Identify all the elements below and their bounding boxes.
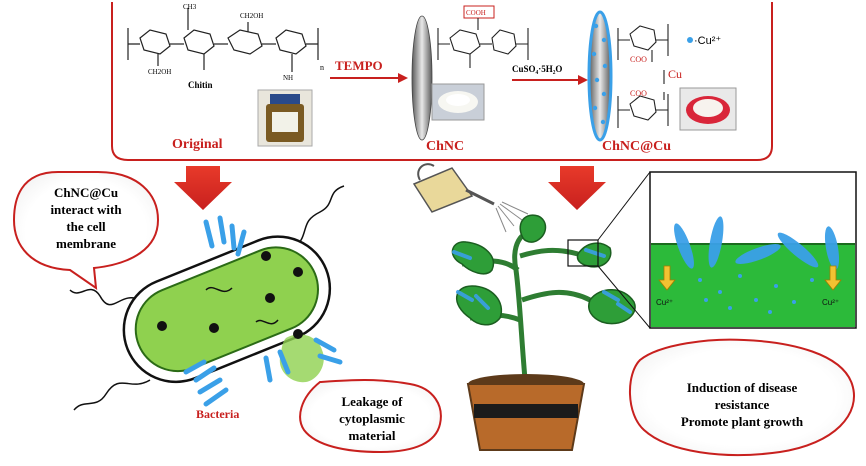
coo-label-1: COO (630, 55, 647, 64)
chnccu-structure (617, 24, 669, 128)
zoom-panel (649, 171, 857, 329)
leakage-bubble-line-2: cytoplasmic (339, 411, 405, 426)
chitin-label: Chitin (188, 80, 213, 90)
chnc-nanocrystal-rod (411, 15, 433, 141)
coo-label-2: COO (630, 89, 647, 98)
bacterium-nanocrystals (183, 215, 343, 407)
zoom-cu-label-right: Cu²⁺ (822, 298, 839, 307)
zoom-cu-label-left: Cu²⁺ (656, 298, 673, 307)
cu2-legend-label: ·Cu²⁺ (694, 35, 721, 47)
chnccu-nanocrystal-rod (587, 10, 613, 142)
interaction-bubble-line-2: interact with (50, 202, 122, 217)
bacterium-flagellum-1 (69, 288, 141, 306)
cytoplasm-leak (279, 334, 324, 383)
plant-leaf-4 (576, 242, 612, 268)
bacteria-label: Bacteria (196, 407, 239, 421)
chnc-structure (437, 18, 529, 68)
zoom-nanocrystals (674, 216, 840, 270)
cu-label: Cu (668, 67, 682, 81)
chitin-fragment-nh: NH (283, 74, 293, 82)
cu-arrow-left (658, 265, 676, 291)
interaction-bubble-line-4: membrane (56, 236, 116, 251)
plant-pot (466, 374, 586, 451)
plant (451, 171, 651, 391)
cooh-label: COOH (466, 9, 486, 17)
chitin-sub-n: n (320, 63, 324, 72)
cuso4-arrow (512, 75, 588, 85)
chitin-structure (127, 8, 319, 72)
bacterium-cell-body (134, 246, 319, 373)
chnc-powder-photo (431, 83, 485, 121)
cuso4-label: CuSO₄·5H₂O (512, 64, 562, 74)
chitin-fragment-ch3: CH3 (183, 3, 197, 11)
chitin-bottle-photo (257, 89, 313, 147)
tempo-label: TEMPO (335, 58, 383, 73)
chnccu-label: ChNC@Cu (602, 139, 671, 154)
down-arrow-left (174, 166, 232, 210)
interaction-bubble-line-1: ChNC@Cu (54, 185, 118, 200)
bacterium-flagellum-2 (73, 379, 151, 411)
effect-bubble-line-2: resistance (715, 397, 770, 412)
tempo-arrow (330, 73, 408, 83)
cooh-box (463, 5, 495, 19)
zoom-region-box (567, 239, 599, 267)
cu2-legend-dot (687, 37, 693, 43)
plant-leaf-2 (588, 289, 636, 325)
chnccu-powder-photo (679, 87, 737, 131)
original-label: Original (172, 137, 223, 152)
bacterium-flagellum-3 (295, 185, 345, 249)
bacterium (69, 185, 345, 411)
down-arrow-right (548, 166, 606, 210)
top-panel-frame (111, 2, 773, 161)
watering-can-icon (412, 163, 529, 233)
interaction-bubble-line-3: the cell (66, 219, 106, 234)
effect-bubble-line-1: Induction of disease (687, 380, 798, 395)
leakage-bubble-line-1: Leakage of (341, 394, 403, 409)
chnc-label: ChNC (426, 139, 464, 154)
plant-leaf-5 (519, 214, 547, 243)
cu-arrow-right (824, 265, 842, 291)
plant-leaf-3 (451, 241, 495, 275)
effect-bubble-line-3: Promote plant growth (681, 414, 804, 429)
chitin-fragment-ch2oh-1: CH2OH (148, 68, 171, 76)
leakage-bubble (299, 379, 442, 454)
leakage-bubble-line-3: material (349, 428, 396, 443)
plant-leaf-1 (456, 285, 503, 326)
effect-bubble (629, 338, 855, 457)
interaction-bubble (12, 171, 160, 291)
chitin-fragment-ch2oh-2: CH2OH (240, 12, 263, 20)
